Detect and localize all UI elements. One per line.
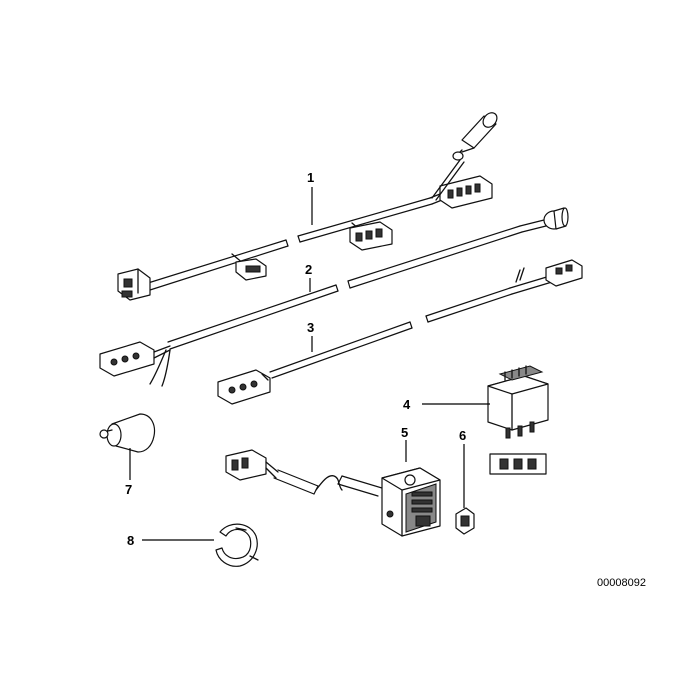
clip-6[interactable] — [455, 507, 475, 535]
callout-4: 4 — [403, 397, 411, 412]
relay-4[interactable] — [487, 365, 549, 439]
callout-labels: 1 2 3 4 5 6 7 8 — [125, 170, 466, 548]
harness-1-multipin-connector — [429, 175, 493, 209]
callout-1: 1 — [307, 170, 314, 185]
harness-2-left-segment — [167, 284, 339, 350]
callout-5: 5 — [401, 425, 408, 440]
wiring-harness-1[interactable] — [117, 110, 500, 301]
leader-lines — [129, 187, 490, 541]
switch-body — [381, 467, 441, 537]
harness-1-plug-connector — [117, 268, 151, 301]
switch-wire-sleeve-left — [273, 469, 343, 495]
callout-8: 8 — [127, 533, 134, 548]
harness-1-middle-plug — [349, 221, 393, 251]
harness-1-branch-plug — [235, 258, 267, 281]
harness-2-plug-connector — [99, 341, 171, 387]
wiring-harness-3[interactable] — [217, 259, 583, 405]
callout-3: 3 — [307, 320, 314, 335]
harness-2-right-segment — [347, 219, 547, 289]
wiring-harness-2[interactable] — [99, 207, 569, 387]
switch-wire-sleeve-right — [337, 475, 383, 497]
callout-6: 6 — [459, 428, 466, 443]
harness-1-left-segment — [147, 239, 289, 291]
relay-socket-plate — [489, 453, 547, 475]
harness-2-end-cap — [543, 207, 569, 230]
harness-1-grommet — [452, 112, 498, 161]
ring-clamp-8[interactable] — [215, 523, 259, 567]
harness-3-left-segment — [269, 321, 413, 379]
callout-2: 2 — [305, 262, 312, 277]
harness-3-plug-connector — [217, 369, 271, 405]
diagram-code: 00008092 — [597, 577, 646, 589]
cap-7[interactable] — [99, 413, 156, 453]
switch-plug-connector — [225, 449, 279, 481]
callout-7: 7 — [125, 482, 132, 497]
switch-harness-5[interactable] — [225, 449, 441, 537]
harness-3-right-segment — [425, 267, 553, 323]
harness-3-end-plug — [545, 259, 583, 287]
